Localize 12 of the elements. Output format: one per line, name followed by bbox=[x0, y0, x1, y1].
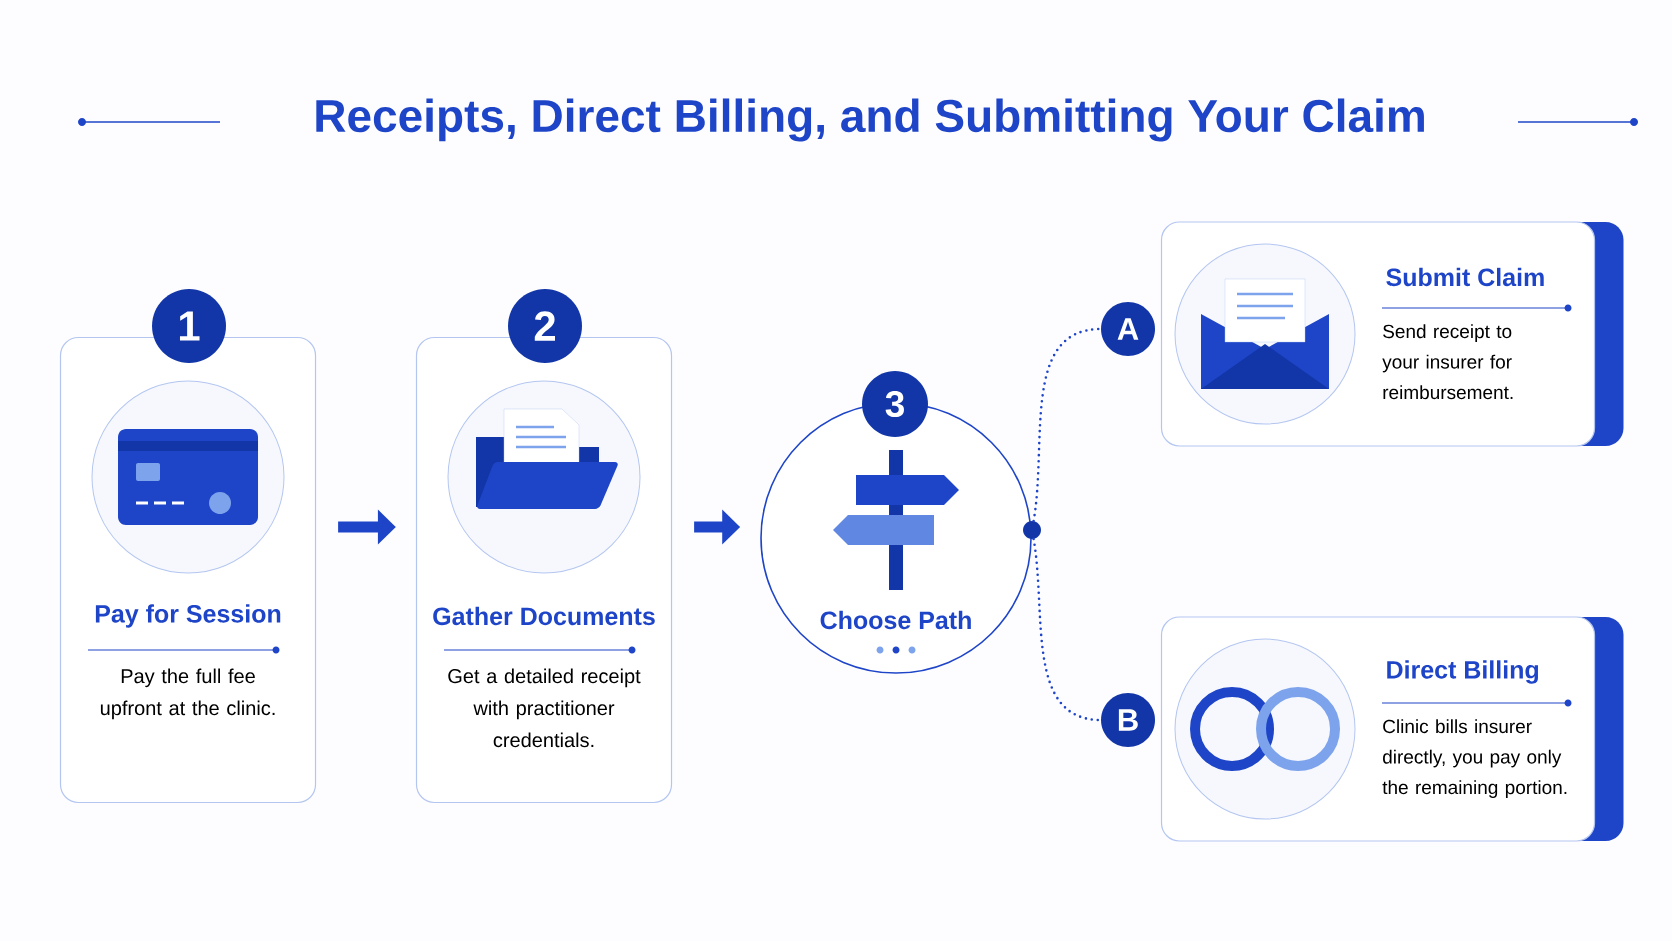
step-description: Get a detailed receipt with practitioner credentials. bbox=[448, 668, 641, 748]
path-title: Choose Path bbox=[820, 610, 971, 630]
number-badge: 3 bbox=[862, 371, 928, 437]
number-badge: A bbox=[1101, 302, 1155, 356]
step-description: Pay the full fee upfront at the clinic. bbox=[100, 668, 275, 720]
step-title: Gather Documents bbox=[433, 606, 655, 626]
step-title: Pay for Session bbox=[95, 604, 281, 628]
number-badge: 2 bbox=[508, 289, 582, 363]
number-badge: B bbox=[1101, 693, 1155, 747]
number-badge: 1 bbox=[152, 289, 226, 363]
title: Receipts, Direct Billing, and Submitting Your Claim bbox=[316, 98, 1424, 142]
junction-dot bbox=[1023, 521, 1041, 539]
